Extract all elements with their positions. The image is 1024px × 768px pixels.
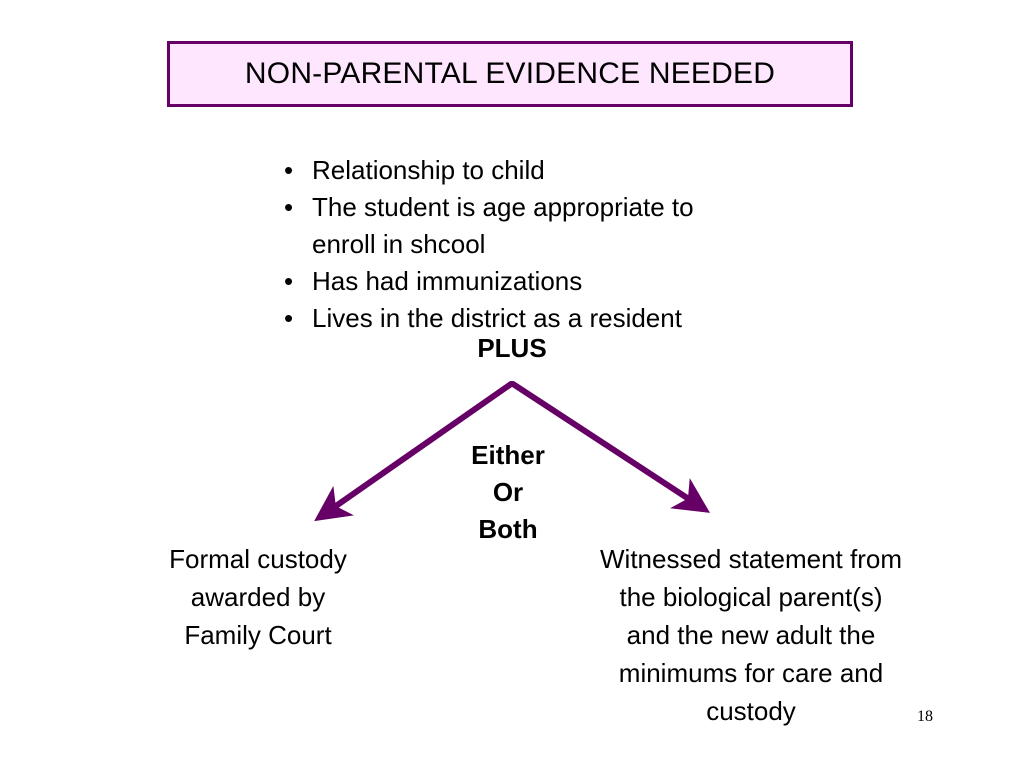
slide-title: NON-PARENTAL EVIDENCE NEEDED <box>244 57 776 90</box>
right-branch-line: and the new adult the <box>626 620 876 650</box>
witnessed-statement-option: Witnessed statement from the biological … <box>556 540 946 730</box>
bullet-item: Has had immunizations <box>282 263 752 300</box>
plus-label: PLUS <box>477 333 547 363</box>
left-branch-line: awarded by <box>190 582 326 612</box>
left-branch-arrow <box>314 381 514 522</box>
right-branch-line: custody <box>706 696 796 726</box>
left-branch-line: Formal custody <box>169 544 347 574</box>
right-branch-arrow <box>510 381 711 513</box>
bullet-item: The student is age appropriate to enroll… <box>282 189 752 263</box>
both-line: Both <box>478 514 538 544</box>
bullet-item: Relationship to child <box>282 152 752 189</box>
title-box: NON-PARENTAL EVIDENCE NEEDED <box>167 41 853 107</box>
evidence-bullet-list: Relationship to child The student is age… <box>282 152 752 337</box>
right-branch-line: the biological parent(s) <box>619 582 883 612</box>
formal-custody-option: Formal custody awarded by Family Court <box>130 540 386 654</box>
right-branch-line: minimums for care and <box>618 658 884 688</box>
bullet-item: Lives in the district as a resident <box>282 300 752 337</box>
or-line: Or <box>492 477 524 507</box>
either-line: Either <box>471 440 545 470</box>
page-number: 18 <box>917 708 933 725</box>
either-or-both-label: Either Or Both <box>448 437 568 548</box>
right-branch-line: Witnessed statement from <box>600 544 902 574</box>
left-branch-line: Family Court <box>184 620 332 650</box>
